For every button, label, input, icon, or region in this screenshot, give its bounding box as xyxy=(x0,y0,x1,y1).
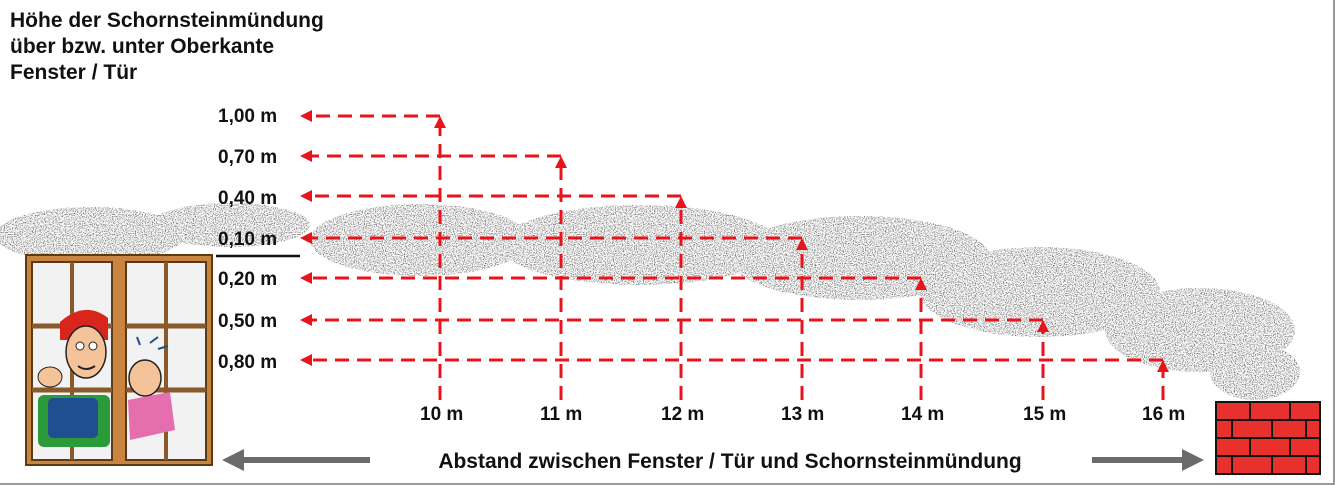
height-label-1: 1,00 m xyxy=(218,106,277,127)
height-label-4: 0,10 m xyxy=(218,229,277,250)
left-arrow-icon-4 xyxy=(300,232,312,244)
title-line-2: über bzw. unter Oberkante xyxy=(10,35,275,58)
distance-axis: Abstand zwischen Fenster / Tür und Schor… xyxy=(222,449,1204,473)
up-arrow-icon-2 xyxy=(555,156,567,168)
up-arrow-icon-1 xyxy=(434,116,446,128)
left-arrow-icon-1 xyxy=(300,110,312,122)
distance-label-1: 10 m xyxy=(420,404,463,425)
title-line-3: Fenster / Tür xyxy=(10,61,138,84)
up-arrow-icon-6 xyxy=(1037,320,1049,332)
left-arrow-icon-6 xyxy=(300,314,312,326)
height-label-3: 0,40 m xyxy=(218,188,277,209)
window-with-people-icon xyxy=(25,254,213,466)
height-label-7: 0,80 m xyxy=(218,352,277,373)
left-arrow-icon xyxy=(222,449,244,471)
distance-height-arrows xyxy=(300,110,1169,400)
left-arrow-icon-3 xyxy=(300,190,312,202)
left-arrow-icon-7 xyxy=(300,354,312,366)
height-label-5: 0,20 m xyxy=(218,269,277,290)
height-label-2: 0,70 m xyxy=(218,147,277,168)
distance-label-4: 13 m xyxy=(781,404,824,425)
distance-label-2: 11 m xyxy=(540,404,582,425)
up-arrow-icon-3 xyxy=(675,196,687,208)
up-arrow-icon-7 xyxy=(1157,360,1169,372)
distance-axis-label: Abstand zwischen Fenster / Tür und Schor… xyxy=(438,450,1021,473)
up-arrow-icon-4 xyxy=(796,238,808,250)
distance-label-3: 12 m xyxy=(661,404,704,425)
smoke-cloud-icon xyxy=(0,203,1300,400)
diagram-title: Höhe der Schornsteinmündung über bzw. un… xyxy=(10,8,324,86)
height-label-6: 0,50 m xyxy=(218,311,277,332)
chimney-brick-icon xyxy=(1215,401,1321,475)
up-arrow-icon-5 xyxy=(915,278,927,290)
left-arrow-icon-5 xyxy=(300,272,312,284)
right-arrow-icon xyxy=(1182,449,1204,471)
title-line-1: Höhe der Schornsteinmündung xyxy=(10,9,324,32)
distance-label-6: 15 m xyxy=(1023,404,1066,425)
left-arrow-icon-2 xyxy=(300,150,312,162)
distance-label-5: 14 m xyxy=(901,404,944,425)
distance-label-7: 16 m xyxy=(1142,404,1185,425)
